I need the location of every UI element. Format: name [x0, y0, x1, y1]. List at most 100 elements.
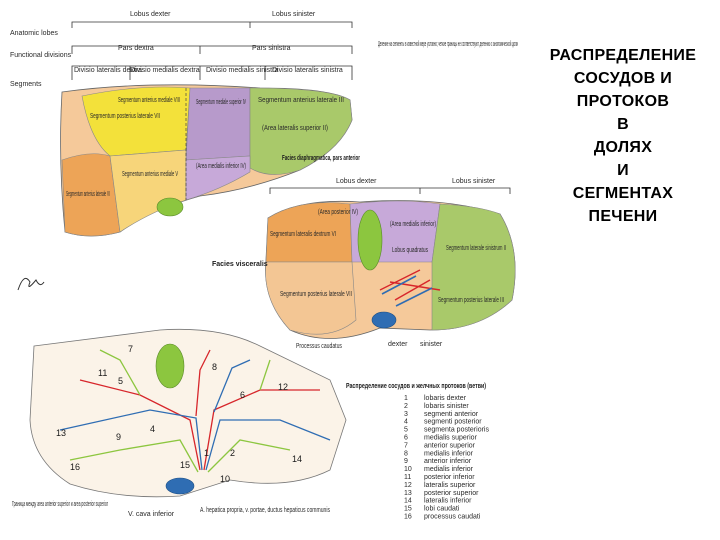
legend-number: 9	[404, 458, 408, 465]
callout-14: 14	[292, 454, 302, 464]
legend-number: 10	[404, 466, 412, 473]
vena-cava-mid	[372, 312, 396, 328]
gallbladder-bottom	[156, 344, 184, 388]
legend-number: 12	[404, 482, 412, 489]
legend-title: Распределение сосудов и желчных протоков…	[346, 383, 486, 390]
title-line-4: В	[528, 113, 718, 136]
legend-number: 7	[404, 442, 408, 449]
legend-label: lobaris sinister	[424, 403, 469, 410]
legend-label: lateralis inferior	[424, 498, 472, 505]
title-line-8: ПЕЧЕНИ	[528, 205, 718, 228]
legend-number: 1	[404, 395, 408, 402]
legend-number: 13	[404, 490, 412, 497]
divisio-med-sinistra: Divisio medialis sinistra	[206, 67, 278, 74]
callout-6: 6	[240, 390, 245, 400]
legend-number: 4	[404, 419, 408, 426]
legend-number: 2	[404, 403, 408, 410]
seg-label-vi: Segmentum anterius laterale VI	[66, 191, 110, 198]
mid-seg-iii: Segmentum posterius laterale III	[438, 297, 504, 304]
callout-12: 12	[278, 382, 288, 392]
vessel-legend: Распределение сосудов и желчных протоков…	[346, 383, 489, 521]
top-figure-header: Anatomic lobes Functional divisions Segm…	[10, 11, 518, 88]
seg-label-iv-inf: (Area medialis inferior IV)	[196, 163, 246, 170]
legend-label: lobaris dexter	[424, 395, 467, 402]
callout-5: 5	[118, 376, 123, 386]
label-vcava: V. cava inferior	[128, 511, 175, 518]
legend-label: posterior inferior	[424, 474, 475, 481]
legend-label: anterior inferior	[424, 458, 472, 465]
segmentation-note: Деление на сегменты в известной мере усл…	[378, 40, 518, 48]
callout-11: 11	[98, 368, 107, 378]
mid-area-posterior: (Area posterior IV)	[318, 209, 358, 216]
mid-lobus-quadratus: Lobus quadratus	[392, 247, 428, 254]
seg-label-iii: Segmentum anterius laterale III	[258, 97, 344, 104]
gallbladder-top	[157, 198, 183, 216]
mid-processus-caudatus: Processus caudatus	[296, 343, 342, 350]
legend-label: lateralis superior	[424, 482, 476, 489]
liver-visceral: Lobus dexter Lobus sinister Facies visce…	[212, 178, 515, 350]
legend-number: 3	[404, 411, 408, 418]
divisio-med-dextra: Divisio medialis dextra	[130, 67, 200, 74]
seg-label-v: Segmentum anterius mediale V	[122, 171, 178, 178]
facies-visceralis: Facies visceralis	[212, 261, 268, 268]
seg-label-iv-sup: Segmentum mediale superior IV	[196, 99, 246, 106]
callout-9: 9	[116, 432, 121, 442]
vessel-distribution: 7 11 5 8 6 12 13 9 4 16 14 15 10 2 1 Гра…	[12, 329, 346, 518]
facies-diaphragmatica: Facies diaphragmatica, pars anterior	[282, 155, 360, 162]
legend-label: processus caudati	[424, 514, 481, 521]
mid-seg-vi: Segmentum lateralis dextrum VI	[270, 231, 336, 238]
mid-seg-vii: Segmentum posterius laterale VII	[280, 291, 352, 298]
callout-16: 16	[70, 462, 80, 472]
label-hepatica: A. hepatica propria, v. portae, ductus h…	[200, 507, 330, 514]
mid-area-medialis: (Area medialis inferior)	[390, 221, 436, 228]
legend-label: medialis superior	[424, 435, 478, 442]
legend-number: 15	[404, 506, 412, 513]
legend-label: posterior superior	[424, 490, 479, 497]
legend-label: lobi caudati	[424, 506, 460, 513]
mid-dexter: dexter	[388, 341, 408, 348]
legend-number: 5	[404, 427, 408, 434]
legend-label: medialis inferior	[424, 450, 474, 457]
label-boundary: Граница между area anterior superior и a…	[12, 501, 108, 508]
title-line-5: ДОЛЯХ	[528, 136, 718, 159]
legend-label: segmenti anterior	[424, 411, 479, 418]
title-line-2: СОСУДОВ И	[528, 67, 718, 90]
callout-4: 4	[150, 424, 155, 434]
callout-1: 1	[204, 448, 209, 458]
row-label-divisions: Functional divisions	[10, 52, 72, 59]
seg-label-vii: Segmentum posterius laterale VII	[90, 113, 160, 120]
legend-number: 14	[404, 498, 412, 505]
gallbladder-mid	[358, 210, 382, 270]
legend-number: 11	[404, 474, 411, 481]
mid-sinister: sinister	[420, 341, 443, 348]
callout-8: 8	[212, 362, 217, 372]
callout-2: 2	[230, 448, 235, 458]
artist-signature	[18, 278, 44, 290]
seg-label-ii: (Area lateralis superior II)	[262, 125, 328, 132]
legend-number: 8	[404, 450, 408, 457]
row-label-segments: Segments	[10, 81, 42, 88]
legend-label: segmenta posterioris	[424, 427, 489, 434]
title-line-1: РАСПРЕДЕЛЕНИЕ	[528, 44, 718, 67]
legend-number: 16	[404, 514, 412, 521]
mid-lobus-dexter: Lobus dexter	[336, 178, 377, 185]
callout-7: 7	[128, 344, 133, 354]
legend-number: 6	[404, 435, 408, 442]
vena-cava-bottom	[166, 478, 194, 494]
legend-label: medialis inferior	[424, 466, 474, 473]
title-line-7: СЕГМЕНТАХ	[528, 182, 718, 205]
title-line-6: И	[528, 159, 718, 182]
mid-seg-ii: Segmentum laterale sinistrum II	[446, 245, 506, 252]
row-label-lobes: Anatomic lobes	[10, 30, 58, 37]
legend-label: segmenti posterior	[424, 419, 482, 426]
callout-13: 13	[56, 428, 66, 438]
seg-label-viii: Segmentum anterius mediale VIII	[118, 97, 180, 104]
header-lobus-sinister: Lobus sinister	[272, 11, 316, 18]
callout-10: 10	[220, 474, 230, 484]
header-lobus-dexter: Lobus dexter	[130, 11, 171, 18]
slide-title: РАСПРЕДЕЛЕНИЕ СОСУДОВ И ПРОТОКОВ В ДОЛЯХ…	[528, 44, 718, 228]
title-line-3: ПРОТОКОВ	[528, 90, 718, 113]
callout-15: 15	[180, 460, 190, 470]
mid-lobus-sinister: Lobus sinister	[452, 178, 496, 185]
